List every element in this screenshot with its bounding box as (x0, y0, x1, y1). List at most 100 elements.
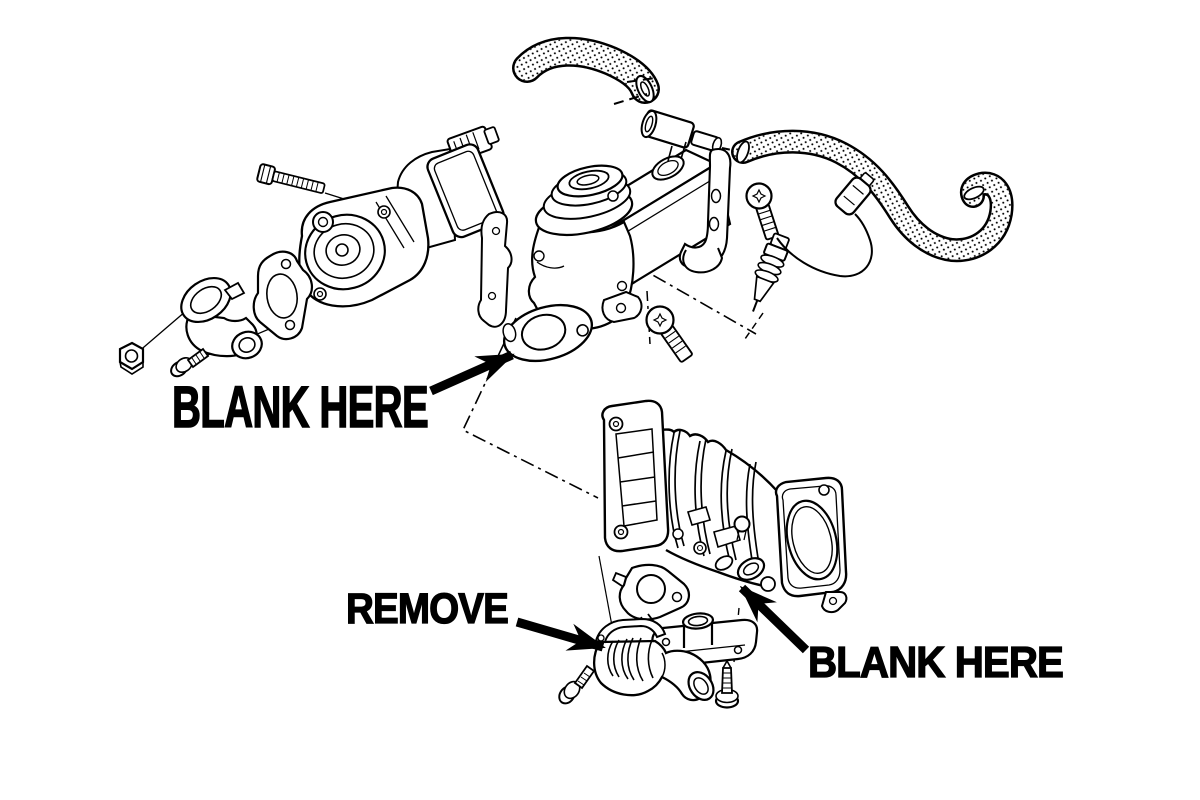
right-flange-ear-hole (818, 484, 830, 496)
elbow-flange-opening (189, 285, 223, 315)
flange-hub (335, 243, 349, 257)
egr-port-stub-inner (742, 562, 760, 576)
bolt-tip (722, 659, 732, 669)
torx-socket (652, 312, 668, 328)
hose-open-end-inner (639, 81, 651, 97)
right-flange-foot-hole (828, 596, 838, 606)
leader-manifold-gasket (598, 555, 613, 627)
axis-valve-to-manifold (461, 317, 599, 499)
vacuum-knob (733, 515, 751, 533)
gasket-opening (266, 273, 298, 319)
bolt-threads (276, 172, 319, 192)
nut-side (119, 361, 144, 375)
gasket-opening (636, 574, 666, 604)
valve-foot-hole (615, 302, 627, 314)
bolt-shaft (271, 170, 326, 194)
connector-lines (843, 184, 864, 206)
plate-hole-right (733, 645, 743, 655)
intake-manifold (601, 399, 848, 614)
right-flange-inner-line (781, 485, 841, 589)
bracket-foot (682, 247, 724, 274)
gasket-two-hole (252, 250, 313, 341)
throttle-opening-inner (791, 505, 833, 575)
bolt-lower-left (558, 664, 596, 705)
left-flange-hole-top-inner (612, 420, 620, 428)
hex-nut (118, 341, 145, 375)
ear-band-hole (597, 634, 605, 642)
boss-upper-left-hole (317, 216, 329, 228)
axis-valve-to-sensor (629, 261, 757, 335)
pipe-elbow-neck (667, 141, 687, 162)
bolt-shaft (573, 664, 596, 690)
bellows-elbow (592, 639, 712, 702)
elbow-tab (223, 281, 246, 301)
pipe-stub-cap-inner (644, 115, 654, 133)
bellows-ear-band (594, 617, 667, 644)
underside-circle-2 (672, 528, 684, 540)
bracket-hole-1 (710, 188, 722, 204)
screw-threads (758, 209, 776, 232)
gasket-hole-top (280, 258, 292, 270)
intake-elbow-pipe (592, 612, 759, 702)
stub-top-inner (687, 615, 709, 627)
bolt-lower-right (714, 659, 740, 709)
bellows-rib-2 (621, 637, 635, 681)
torx-screw-upper (745, 182, 780, 241)
egr-valve (477, 164, 643, 363)
bolt-shaft (721, 667, 733, 694)
elbow-open-end-inner (693, 677, 709, 695)
arrow-blank-here-top (429, 350, 515, 396)
sensor-probe (753, 275, 775, 303)
valve-flange-ear (502, 323, 517, 343)
arrow-blank-here-bottom (738, 584, 810, 654)
hose-end-hook (963, 185, 985, 201)
screw-head (745, 182, 773, 210)
hose-end-left (736, 140, 750, 164)
manifold-bottom-edge (665, 548, 765, 588)
egr-valve-motor-assembly (298, 125, 505, 308)
vacuum-knob-stem (736, 530, 747, 541)
screw-head (645, 305, 675, 335)
coolant-hose-upper (512, 36, 660, 105)
underside-boss-2 (713, 525, 741, 549)
dome-screw-boss (607, 190, 619, 202)
valve-gasket (477, 211, 513, 328)
underside-bump (760, 576, 776, 592)
bolt-head-facets (259, 164, 272, 184)
bolt-threads (577, 672, 591, 686)
label-blank-here-bottom: BLANK HERE (808, 638, 1063, 687)
underside-circle-1-inner (696, 544, 704, 552)
left-flange-hole-bottom-inner (617, 528, 625, 536)
manifold-left-flange (601, 399, 670, 553)
bolt-ear-top-hole (380, 208, 388, 216)
label-remove: REMOVE (346, 585, 508, 633)
bracket-hole-2 (708, 216, 720, 232)
label-blank-here-top: BLANK HERE (172, 375, 428, 440)
nut-hole (124, 349, 139, 363)
dome-opening-inner (576, 174, 600, 186)
hose-texture (733, 132, 1012, 260)
valve-flange-hole (520, 313, 567, 351)
manifold-top-edge (655, 428, 779, 493)
egr-temp-sensor (752, 172, 875, 312)
torx-socket (751, 188, 767, 204)
annotation-arrows (429, 350, 810, 654)
valve-flange-bolt-hole (576, 324, 589, 337)
bellows-rib-3 (635, 637, 644, 682)
bellows-rib-4 (647, 639, 654, 679)
valve-gasket-hole-top (491, 226, 501, 236)
valve-boss-right (616, 280, 628, 292)
sensor-cable (776, 213, 873, 278)
underside-boss-1 (686, 506, 712, 526)
left-flange-ribs (617, 451, 657, 507)
mounting-bolt-long (256, 163, 326, 194)
cooler-port-inner (657, 159, 679, 177)
gasket-manifold (611, 563, 690, 628)
screw-threads (665, 330, 686, 354)
gasket-bolt-hole (671, 591, 683, 603)
sensor-connector (834, 176, 872, 216)
short-bolt (170, 347, 210, 378)
plate-hole-left (661, 637, 671, 647)
